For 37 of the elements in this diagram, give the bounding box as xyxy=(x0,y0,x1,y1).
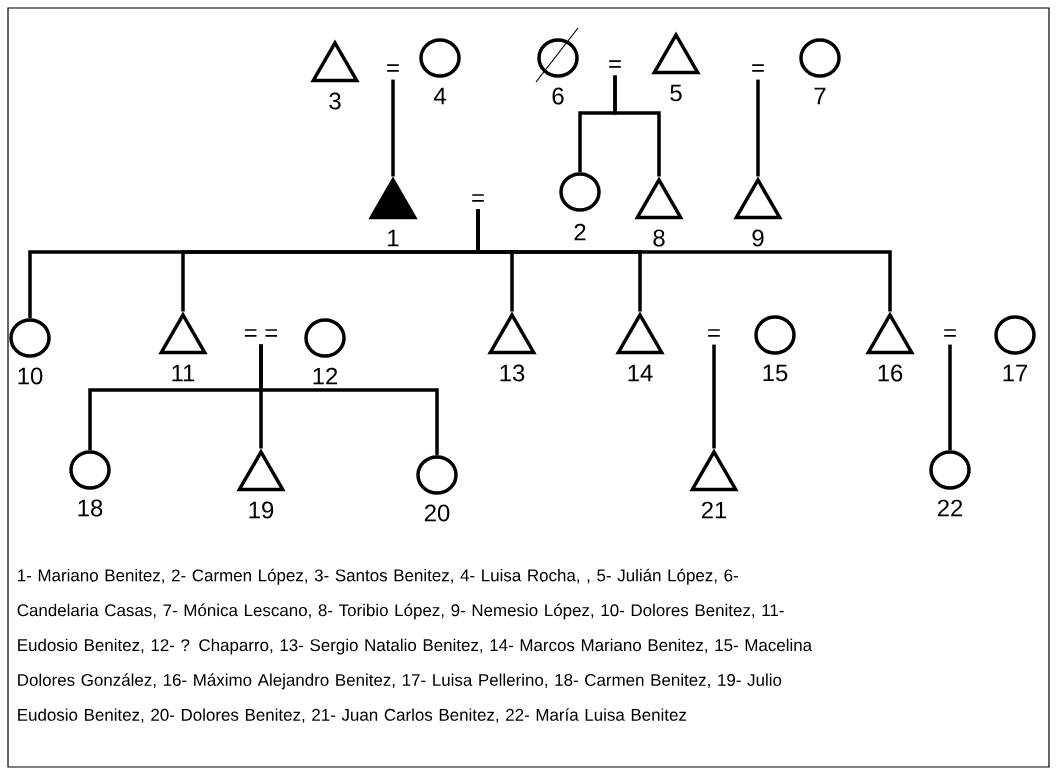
marriage-sign: = xyxy=(944,329,956,337)
name-list: 1- Mariano Benitez, 2- Carmen López, 3- Santos Benitez, 4- Luisa Rocha, , 5- Julián López, 6- Candelaria Casas, 7- Mónica Lescano, 8- Toribio López, 9- Nemesio López, 10- Dolores Benitez, 11- Eudosio Benitez, 12- ? Chaparro, 13- Sergio Natalio Benitez, 14- Marcos Mariano Benitez, 15- Macelina Dolores González, 16- Máximo Alejandro Benitez, 17- Luisa Pellerino, 18- Carmen Benitez, 19- Julio Eudosio Benitez, 20- Dolores Benitez, 21- Juan Carlos Benitez, 22- María Luisa Benitez xyxy=(17,568,813,723)
person-number: 11 xyxy=(172,364,195,382)
marriage-sign: = xyxy=(472,194,484,202)
person-number: 13 xyxy=(500,364,525,382)
descent-line xyxy=(476,209,892,312)
person-number: 14 xyxy=(628,364,653,382)
person-number: 19 xyxy=(249,501,274,519)
person-number: 21 xyxy=(701,501,727,519)
person-number: 22 xyxy=(937,499,963,517)
marriage-sign: = xyxy=(387,64,399,72)
descent-line xyxy=(613,75,661,177)
person-number: 5 xyxy=(670,84,682,102)
marriage-sign: = = xyxy=(244,329,278,337)
person-number: 8 xyxy=(653,229,665,247)
person-number: 4 xyxy=(433,87,446,105)
descent-line xyxy=(948,344,952,451)
marriage-sign: = xyxy=(752,64,764,72)
person-number: 15 xyxy=(763,364,788,382)
marriage-sign: = xyxy=(708,329,720,337)
person-number: 20 xyxy=(424,504,450,522)
person-number: 10 xyxy=(18,367,43,385)
person-number: 2 xyxy=(574,223,586,241)
descent-line xyxy=(391,79,395,177)
person-number: 6 xyxy=(552,87,564,105)
person-number: 18 xyxy=(78,499,103,517)
person-number: 17 xyxy=(1003,364,1028,382)
person-number: 12 xyxy=(313,367,338,385)
person-number: 16 xyxy=(878,364,903,382)
person-number: 3 xyxy=(329,92,341,110)
descent-line xyxy=(259,344,439,456)
person-number: 1 xyxy=(388,229,399,247)
person-number: 9 xyxy=(752,229,764,247)
descent-line xyxy=(712,344,716,449)
marriage-sign: = xyxy=(609,60,621,68)
descent-line xyxy=(756,79,760,177)
person-number: 7 xyxy=(814,87,826,105)
